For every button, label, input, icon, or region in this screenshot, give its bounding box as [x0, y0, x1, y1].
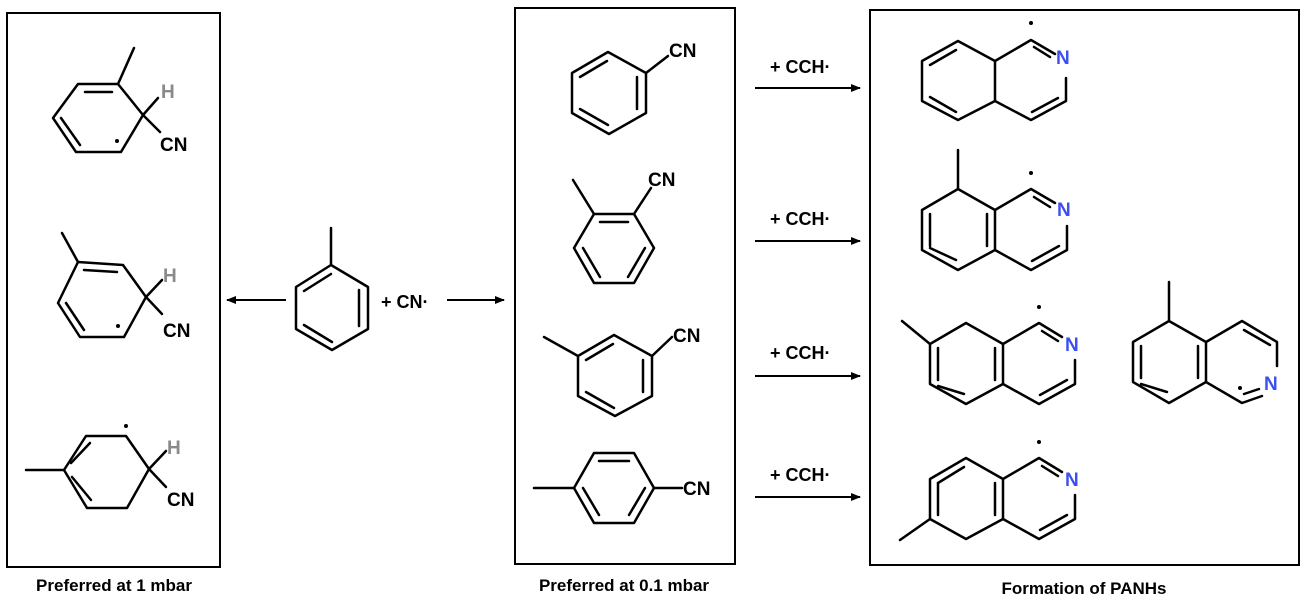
radical-dot	[115, 139, 119, 143]
benzonitrile-molecule	[570, 50, 670, 136]
cn-label: CN	[683, 479, 710, 500]
radical-dot	[116, 324, 120, 328]
hydrogen-label: H	[163, 266, 177, 287]
middle-panel-frame	[514, 7, 736, 565]
nitrogen-label: N	[1264, 374, 1278, 395]
4-methylbenzonitrile-molecule	[532, 451, 684, 525]
middle-panel-caption: Preferred at 0.1 mbar	[539, 576, 709, 595]
left-panel-caption: Preferred at 1 mbar	[36, 576, 192, 595]
2-methylbenzonitrile-molecule	[571, 178, 656, 285]
nitrogen-label: N	[1065, 470, 1079, 491]
cn-label: CN	[160, 135, 187, 156]
cn-label: CN	[673, 326, 700, 347]
cch-radical-reagent: + CCH·	[770, 57, 831, 77]
radical-dot	[1037, 305, 1041, 309]
radical-dot	[1029, 171, 1033, 175]
isoquinolinyl-radical-molecule	[920, 38, 1068, 122]
left-panel-frame	[6, 12, 221, 568]
5-methylisoquinolinyl-radical-molecule	[1131, 280, 1279, 405]
nitrogen-label: N	[1056, 48, 1070, 69]
hydrogen-label: H	[161, 82, 175, 103]
cn-label: CN	[648, 170, 675, 191]
radical-dot	[1037, 440, 1041, 444]
cn-label: CN	[669, 41, 696, 62]
cn-label: CN	[167, 490, 194, 511]
6-methylisoquinolinyl-radical-molecule	[898, 456, 1077, 542]
3-methylbenzonitrile-molecule	[542, 333, 674, 418]
toluene-molecule	[294, 226, 370, 352]
8-methylisoquinolinyl-radical-molecule	[920, 148, 1069, 272]
nitrogen-label: N	[1065, 335, 1079, 356]
radical-dot	[124, 424, 128, 428]
para-adduct-molecule	[24, 434, 168, 510]
cn-label: CN	[163, 321, 190, 342]
right-panel-frame	[869, 9, 1300, 566]
cch-radical-reagent: + CCH·	[770, 343, 831, 363]
nitrogen-label: N	[1057, 200, 1071, 221]
radical-dot	[1029, 21, 1033, 25]
7-methylisoquinolinyl-radical-molecule	[900, 319, 1077, 406]
ortho-adduct-molecule	[51, 46, 162, 154]
cch-radical-reagent: + CCH·	[770, 209, 831, 229]
cch-radical-reagent: + CCH·	[770, 465, 831, 485]
cn-radical-reagent: + CN·	[381, 292, 429, 312]
meta-adduct-molecule	[56, 231, 164, 339]
right-panel-caption: Formation of PANHs	[1002, 579, 1167, 598]
radical-dot	[1238, 386, 1242, 390]
hydrogen-label: H	[167, 438, 181, 459]
